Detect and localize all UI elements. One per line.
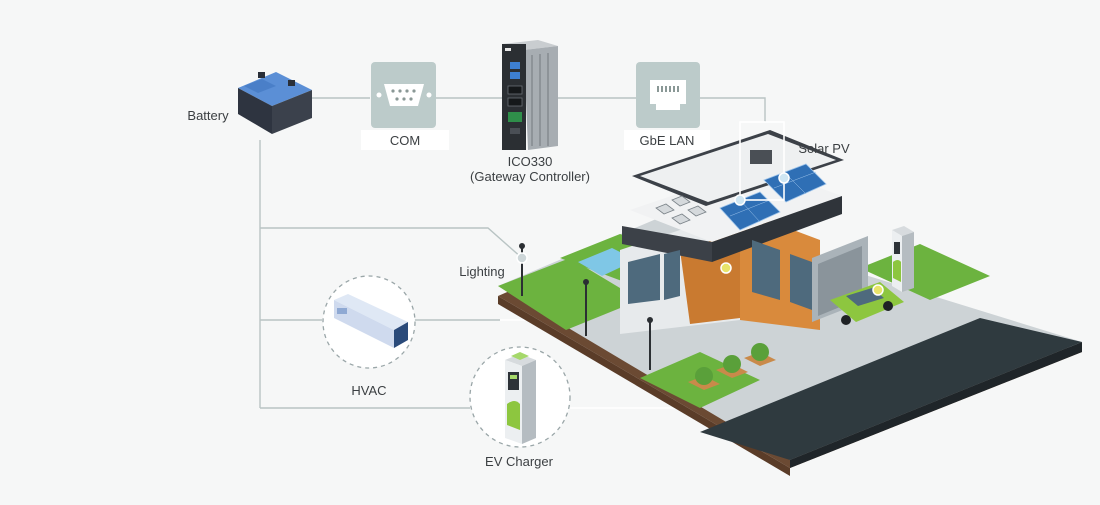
ev-charger-icon bbox=[505, 352, 536, 444]
controller-label-line2: (Gateway Controller) bbox=[470, 169, 590, 184]
line-lan-solar bbox=[700, 97, 766, 122]
ev-charger-label: EV Charger bbox=[485, 454, 553, 469]
com-label: COM bbox=[361, 130, 449, 150]
ev-charger-node bbox=[469, 346, 571, 448]
lan-label: GbE LAN bbox=[624, 130, 710, 150]
lighting-label: Lighting bbox=[459, 264, 505, 279]
line-lighting bbox=[260, 227, 523, 259]
serial-port-icon bbox=[371, 62, 436, 128]
hvac-node bbox=[322, 275, 416, 369]
gateway-controller-device bbox=[502, 40, 558, 150]
ac-unit-icon bbox=[334, 294, 408, 348]
hvac-label: HVAC bbox=[351, 383, 387, 398]
controller-label-line1: ICO330 bbox=[507, 154, 553, 169]
ethernet-port-icon bbox=[636, 62, 700, 128]
connector-lines bbox=[259, 97, 766, 409]
battery-label: Battery bbox=[187, 108, 229, 123]
smart-house-illustration bbox=[498, 121, 1082, 476]
battery-icon bbox=[238, 72, 312, 134]
solar-label: Solar PV bbox=[798, 141, 850, 156]
